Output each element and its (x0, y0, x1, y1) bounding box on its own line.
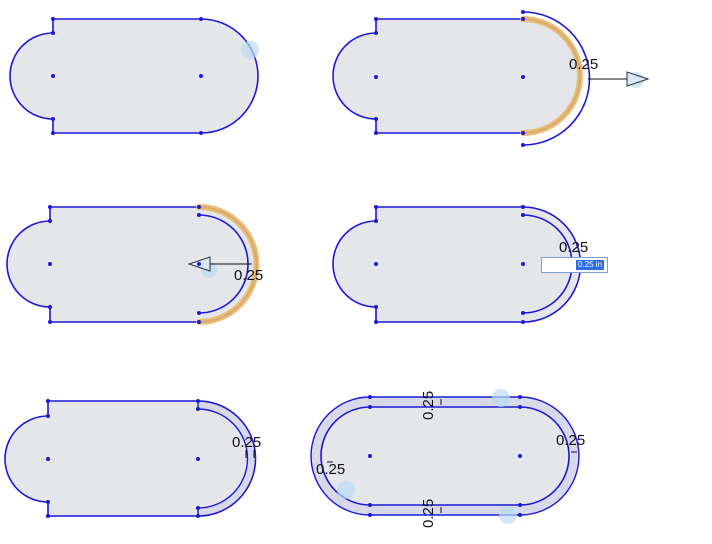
center-point (48, 262, 52, 266)
panel-2: 0.25 (332, 10, 650, 147)
dimension-label: 0.25 (232, 434, 261, 451)
offset-value-input[interactable]: 0.25 in (541, 257, 608, 273)
vertex-point (48, 219, 52, 223)
center-point (46, 457, 50, 461)
vertex-point (368, 395, 372, 399)
vertex-point (521, 10, 525, 14)
center-point (51, 74, 55, 78)
vertex-point (374, 131, 378, 135)
vertex-point (46, 514, 50, 518)
center-point (518, 454, 522, 458)
vertex-point (51, 117, 55, 121)
center-point (374, 75, 378, 79)
vertex-point (197, 205, 201, 209)
offset-value-selected-text: 0.25 in (576, 260, 605, 270)
vertex-point (51, 17, 55, 21)
cursor-halo (499, 506, 517, 524)
selected-arc-highlight (196, 204, 260, 325)
vertex-point (374, 219, 378, 223)
vertex-point (374, 31, 378, 35)
vertex-point (196, 514, 200, 518)
vertex-point (46, 414, 50, 418)
vertex-point (48, 305, 52, 309)
cursor-halo (337, 481, 355, 499)
vertex-point (521, 213, 525, 217)
vertex-point (48, 205, 52, 209)
vertex-point (374, 305, 378, 309)
cursor-halo (492, 389, 510, 407)
vertex-point (197, 320, 201, 324)
vertex-point (374, 17, 378, 21)
vertex-point (521, 205, 525, 209)
vertex-point (196, 407, 200, 411)
panel-1 (9, 17, 259, 135)
vertex-point (46, 500, 50, 504)
center-point (521, 262, 525, 266)
drag-arrow-icon (626, 71, 650, 87)
dimension-label-bottom: 0.25 (420, 499, 437, 528)
vertex-point (374, 205, 378, 209)
panel-6: 0.25 0.25 0.25 0.25 (310, 389, 585, 528)
center-point (199, 74, 203, 78)
center-point (196, 457, 200, 461)
center-point (374, 262, 378, 266)
vertex-point (518, 503, 522, 507)
vertex-point (51, 131, 55, 135)
vertex-point (518, 513, 522, 517)
slot-shape (9, 18, 259, 134)
dimension-label: 0.25 (234, 267, 263, 284)
cursor-halo (241, 41, 259, 59)
slot-shape (4, 400, 257, 517)
vertex-point (196, 506, 200, 510)
vertex-point (368, 405, 372, 409)
dimension-label-right: 0.25 (556, 432, 585, 449)
vertex-point (51, 31, 55, 35)
dimension-label-top: 0.25 (420, 391, 437, 420)
slot-shape (332, 18, 581, 134)
vertex-point (521, 311, 525, 315)
vertex-point (521, 320, 525, 324)
vertex-point (196, 399, 200, 403)
panel-4: 0.25 (332, 205, 588, 324)
panel-3: 0.25 (6, 204, 263, 325)
center-point (197, 262, 201, 266)
selected-arc-highlight (520, 16, 583, 136)
vertex-point (48, 320, 52, 324)
vertex-point (521, 131, 525, 135)
dimension-label: 0.25 (569, 56, 598, 73)
vertex-point (199, 131, 203, 135)
panel-5: 0.25 (4, 399, 261, 518)
dimension-label: 0.25 (559, 239, 588, 256)
vertex-point (374, 320, 378, 324)
center-point (368, 454, 372, 458)
vertex-point (199, 17, 203, 21)
center-point (521, 75, 525, 79)
vertex-point (197, 213, 201, 217)
vertex-point (374, 117, 378, 121)
slot-shape (320, 406, 570, 506)
vertex-point (368, 513, 372, 517)
vertex-point (46, 399, 50, 403)
vertex-point (521, 17, 525, 21)
vertex-point (521, 143, 525, 147)
vertex-point (518, 395, 522, 399)
dimension-label-left: 0.25 (316, 461, 345, 478)
vertex-point (518, 405, 522, 409)
vertex-point (368, 503, 372, 507)
vertex-point (197, 311, 201, 315)
